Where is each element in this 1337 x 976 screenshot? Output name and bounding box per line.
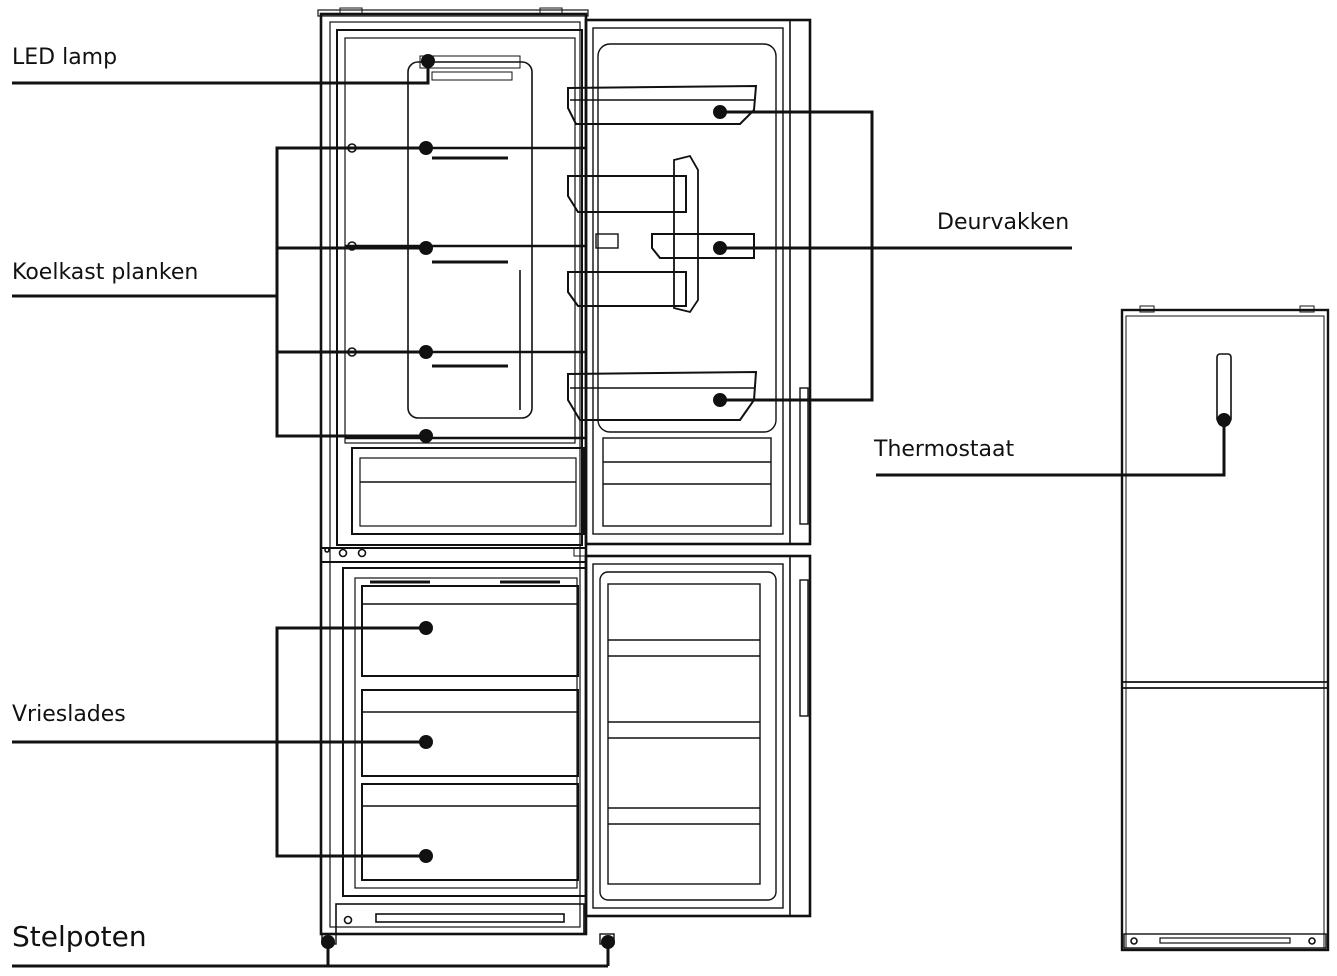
callout-deurvakken (720, 110, 874, 402)
freezer-compartment (342, 567, 587, 897)
dot-shelf-1 (419, 141, 433, 155)
dot-thermostat (1217, 413, 1231, 427)
label-led-lamp: LED lamp (12, 45, 118, 70)
fridge-shelves (345, 143, 585, 440)
dot-door-bin-3 (713, 393, 727, 407)
dot-foot-left (321, 935, 335, 949)
freezer-door (573, 547, 812, 918)
label-vrieslades: Vrieslades (12, 702, 126, 727)
bottom-base (321, 903, 615, 945)
fridge-door (567, 18, 812, 546)
dot-shelf-2 (419, 241, 433, 255)
label-deurvakken: Deurvakken (937, 210, 1070, 235)
crisper-drawer (351, 447, 585, 535)
callout-koelkast-planken-bracket (275, 146, 426, 438)
dot-door-bin-1 (713, 105, 727, 119)
dot-led-lamp (421, 54, 435, 68)
dot-door-bin-2 (713, 241, 727, 255)
dot-foot-right (601, 935, 615, 949)
door-bins (567, 84, 758, 421)
callout-thermostaat (876, 420, 1226, 477)
callout-led-lamp (12, 63, 430, 85)
dot-drawer-2 (419, 735, 433, 749)
callout-dots (321, 54, 1231, 949)
dot-drawer-1 (419, 621, 433, 635)
callout-vrieslades-bracket (275, 626, 426, 858)
callout-lines (12, 63, 1226, 968)
label-koelkast-planken: Koelkast planken (12, 260, 199, 285)
label-stelpoten: Stelpoten (12, 920, 147, 953)
fridge-back-panel (407, 55, 533, 419)
dot-shelf-3 (419, 345, 433, 359)
dot-shelf-4 (419, 429, 433, 443)
dot-drawer-3 (419, 849, 433, 863)
middle-divider (321, 547, 586, 563)
thermostat-handle (1216, 353, 1232, 423)
closed-fridge-illustration (1120, 305, 1330, 952)
label-thermostaat: Thermostaat (874, 437, 1015, 462)
